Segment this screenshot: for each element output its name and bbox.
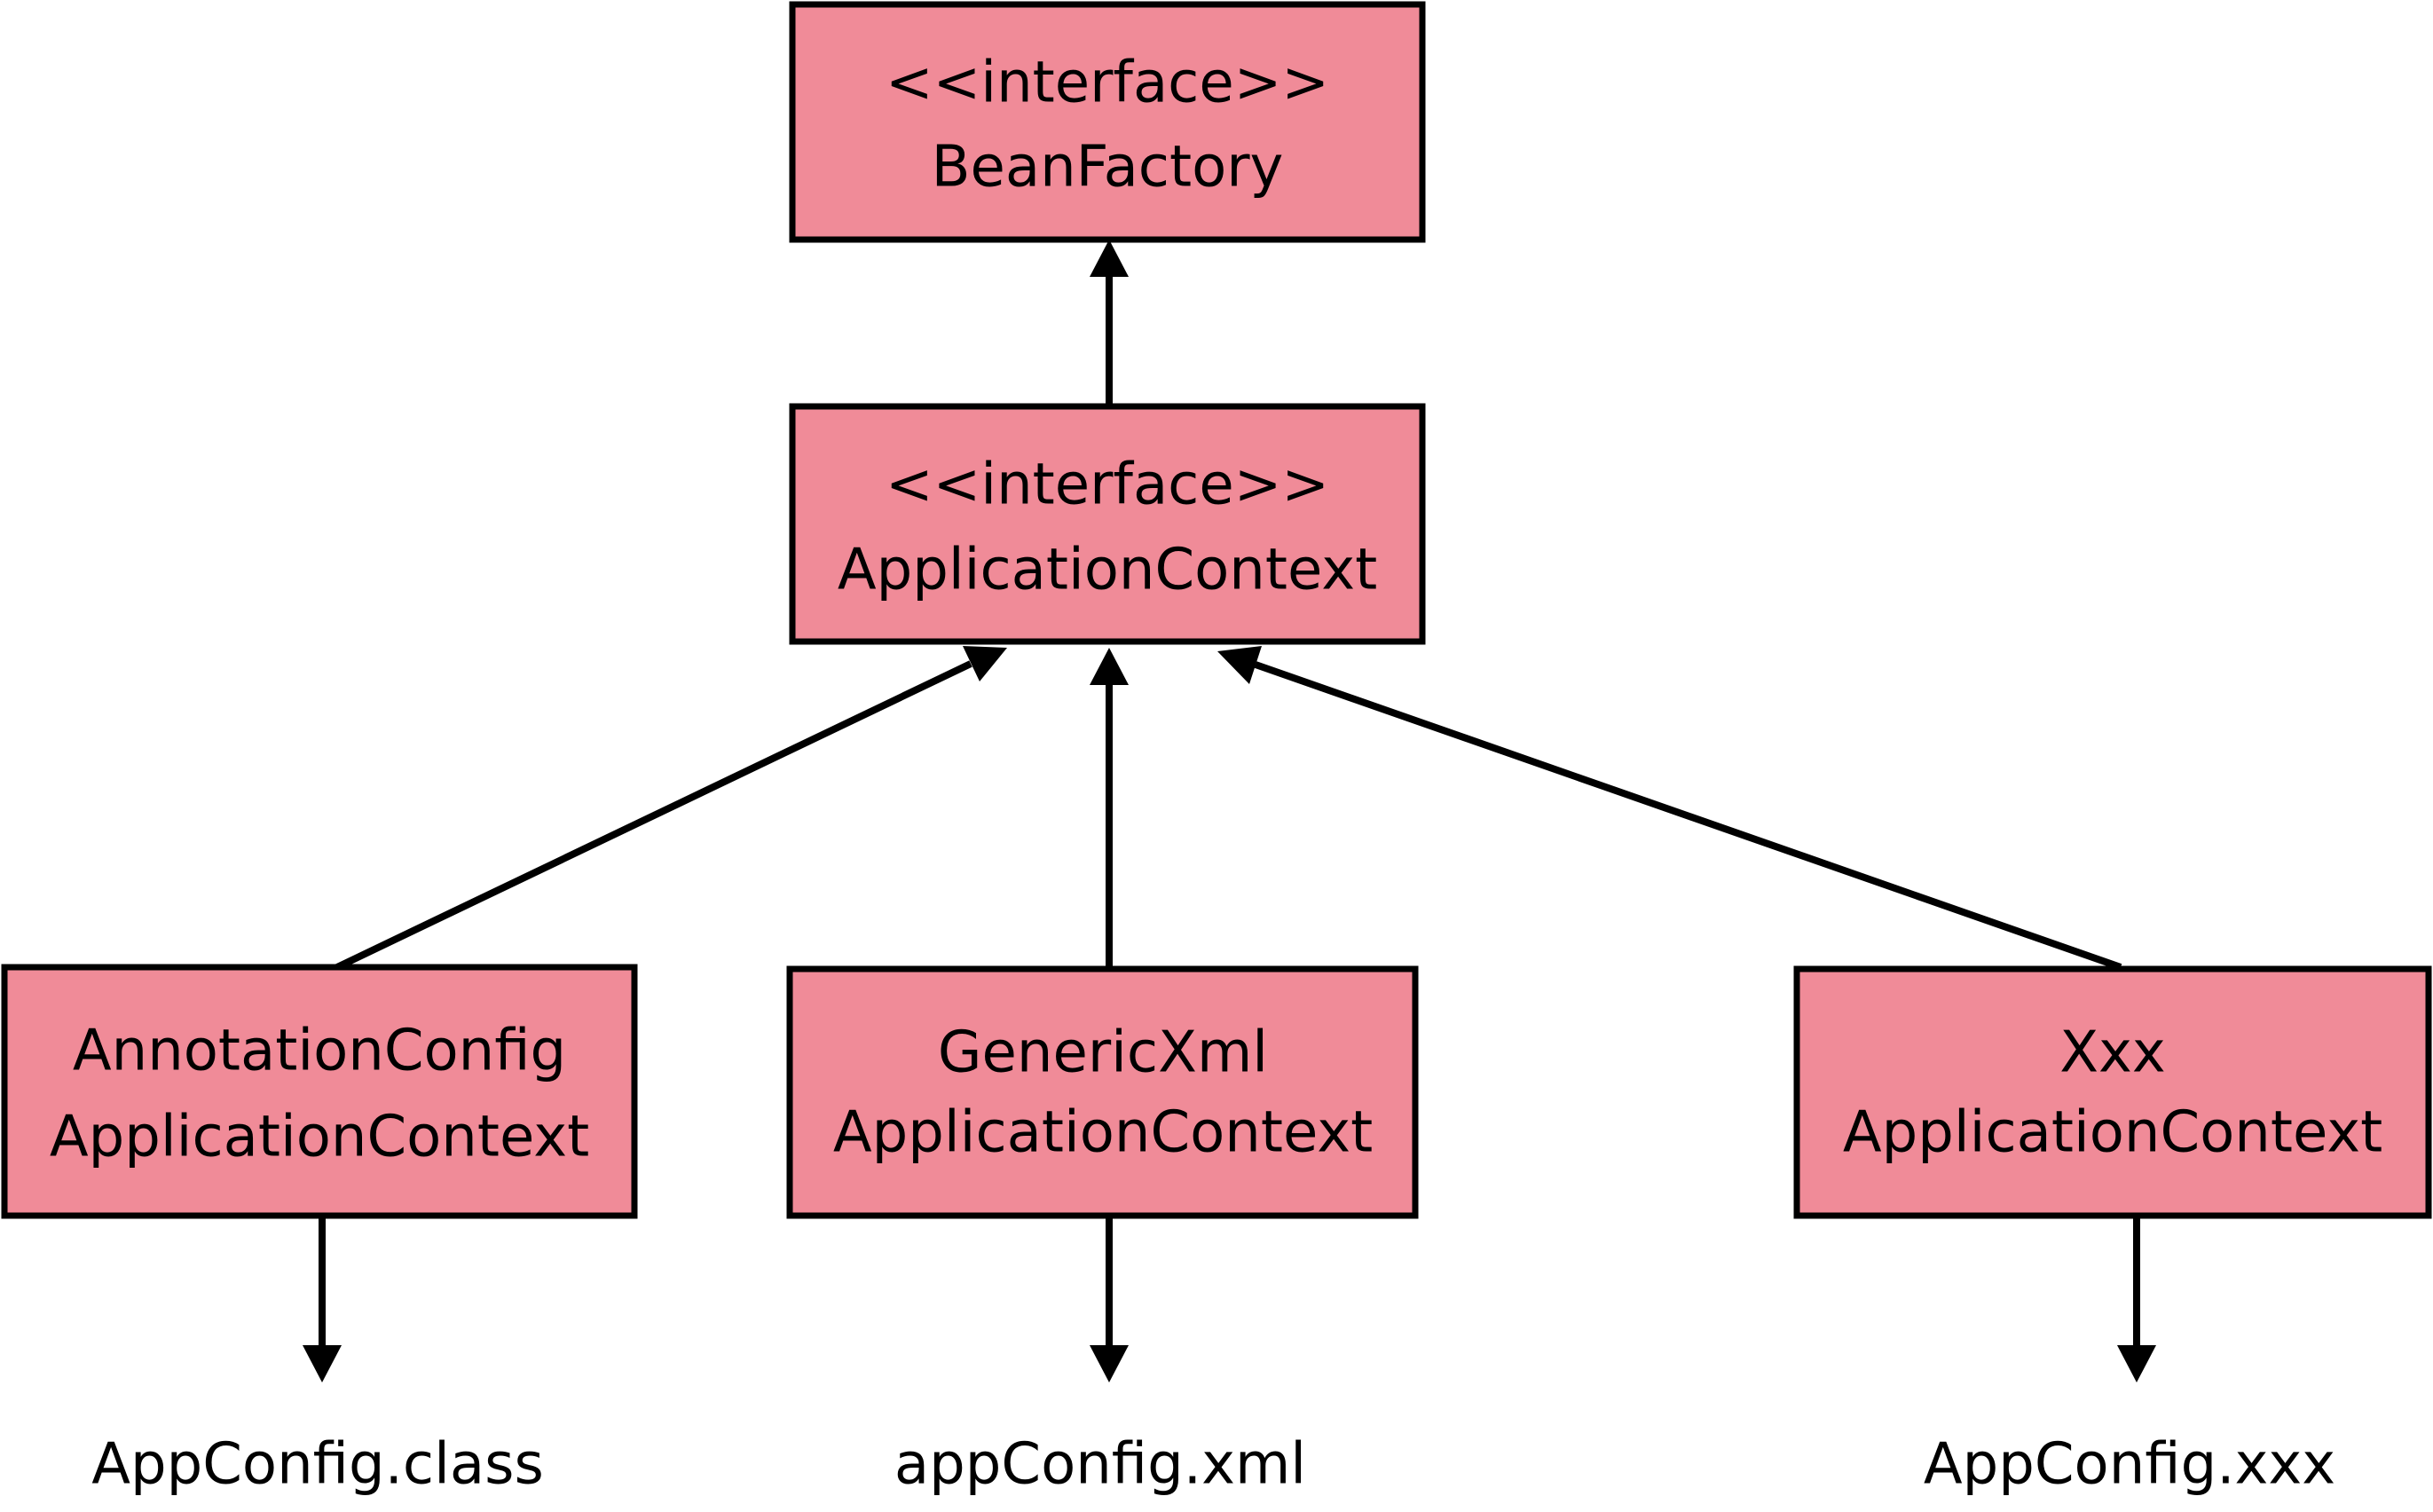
node-annotation-config-line1: AnnotationConfig — [73, 1019, 566, 1084]
node-application-context-stereotype: <<interface>> — [886, 453, 1329, 518]
edge-genericxml-to-source — [1090, 1217, 1129, 1382]
edge-applicationcontext-to-beanfactory — [1090, 240, 1129, 404]
edge-xxx-to-source — [2117, 1217, 2156, 1382]
node-annotation-config-application-context: AnnotationConfig ApplicationContext — [1, 964, 638, 1219]
node-application-context: <<interface>> ApplicationContext — [789, 403, 1426, 645]
edge-annotationconfig-to-source — [303, 1217, 342, 1382]
node-bean-factory-stereotype: <<interface>> — [886, 51, 1329, 116]
node-xxx-application-context: Xxx ApplicationContext — [1793, 965, 2432, 1219]
edge-xxx-to-applicationcontext — [1217, 646, 2122, 971]
edge-genericxml-to-applicationcontext — [1090, 648, 1129, 967]
node-bean-factory: <<interface>> BeanFactory — [789, 1, 1426, 243]
node-application-context-name: ApplicationContext — [838, 538, 1377, 603]
node-generic-xml-line1: GenericXml — [938, 1020, 1268, 1086]
node-xxx-line1: Xxx — [2059, 1020, 2166, 1086]
source-label-appconfig-xml: appConfig.xml — [894, 1432, 1306, 1498]
node-generic-xml-application-context: GenericXml ApplicationContext — [786, 965, 1419, 1219]
node-generic-xml-line2: ApplicationContext — [833, 1100, 1373, 1166]
node-xxx-line2: ApplicationContext — [1843, 1100, 2382, 1166]
source-label-appconfig-class: AppConfig.class — [91, 1432, 544, 1498]
edge-annotationconfig-to-applicationcontext — [335, 646, 1007, 971]
source-label-appconfig-xxx: AppConfig.xxx — [1924, 1432, 2335, 1498]
node-annotation-config-line2: ApplicationContext — [50, 1105, 589, 1170]
node-bean-factory-name: BeanFactory — [932, 135, 1284, 201]
